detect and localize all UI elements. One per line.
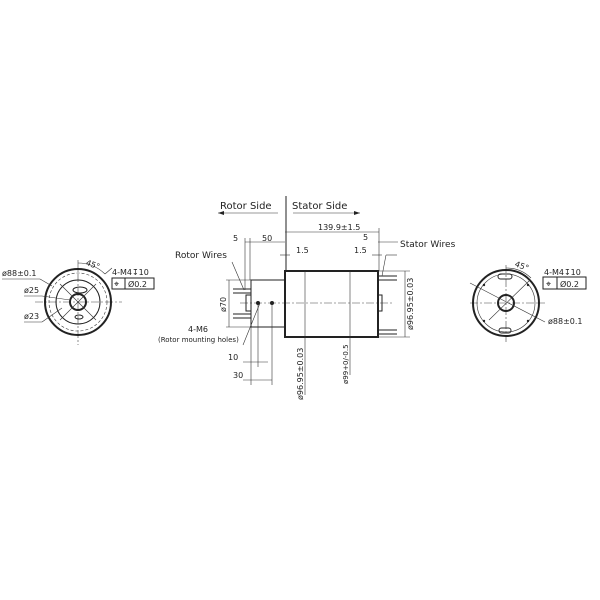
right-thread: 4-M4↧10	[544, 268, 581, 277]
stator-side-label: Stator Side	[292, 201, 347, 212]
side-view	[218, 196, 410, 395]
dim-30: 30	[233, 371, 243, 380]
left-position-icon: ⌖	[114, 280, 119, 290]
dim-body: ø96.95±0.03	[296, 348, 305, 400]
dim-5-right: 5	[363, 233, 368, 242]
left-tolerance: Ø0.2	[128, 279, 147, 289]
stator-wires-label: Stator Wires	[400, 240, 456, 250]
rotor-holes-note: (Rotor mounting holes)	[158, 336, 239, 344]
dim-99: ø99+0/-0.5	[342, 344, 350, 384]
rotor-wires-label: Rotor Wires	[175, 251, 227, 261]
left-dia-25: ø25	[24, 286, 39, 295]
left-tolerance-frame	[111, 277, 155, 290]
dim-right: ø96.95±0.03	[406, 278, 415, 330]
dim-50: 50	[262, 234, 272, 243]
dim-10: 10	[228, 353, 238, 362]
left-dia-outer: ø88±0.1	[2, 269, 37, 278]
right-tolerance: Ø0.2	[560, 279, 579, 289]
right-end-view	[469, 265, 546, 342]
left-dia-23: ø23	[24, 312, 39, 321]
left-end-view	[35, 260, 122, 345]
right-tolerance-frame	[542, 276, 587, 290]
right-position-icon: ⌖	[546, 280, 551, 290]
dim-1-5-right: 1.5	[354, 246, 367, 255]
dim-70: ø70	[219, 297, 228, 312]
dim-5-left: 5	[233, 234, 238, 243]
rotor-side-label: Rotor Side	[220, 201, 272, 212]
left-thread: 4-M4↧10	[112, 268, 149, 277]
right-dia-outer: ø88±0.1	[548, 317, 583, 326]
dim-1-5-left: 1.5	[296, 246, 309, 255]
rotor-holes-label: 4-M6	[188, 325, 208, 334]
dim-length: 139.9±1.5	[318, 223, 360, 232]
